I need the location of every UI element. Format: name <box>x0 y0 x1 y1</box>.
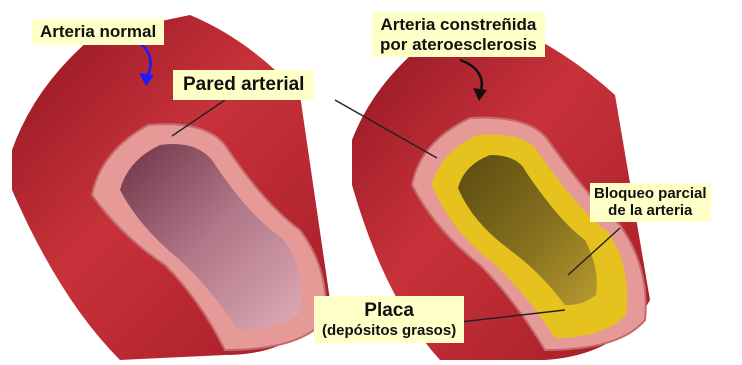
label-blockage-line2: de la arteria <box>594 202 707 219</box>
label-normal-artery-text: Arteria normal <box>40 22 156 41</box>
label-constricted-line2: por ateroesclerosis <box>380 35 537 55</box>
label-constricted-line1: Arteria constreñida <box>380 15 537 35</box>
label-arterial-wall-text: Pared arterial <box>183 74 304 95</box>
label-normal-artery: Arteria normal <box>32 19 164 45</box>
label-blockage-line1: Bloqueo parcial <box>594 185 707 202</box>
label-plaque-subtext: (depósitos grasos) <box>322 322 456 339</box>
label-partial-blockage: Bloqueo parcial de la arteria <box>590 183 711 222</box>
normal-artery <box>12 15 330 360</box>
label-arterial-wall: Pared arterial <box>173 70 314 100</box>
label-plaque-text: Placa <box>322 300 456 322</box>
label-constricted-artery: Arteria constreñida por ateroesclerosis <box>372 12 545 57</box>
label-plaque: Placa (depósitos grasos) <box>314 296 464 343</box>
